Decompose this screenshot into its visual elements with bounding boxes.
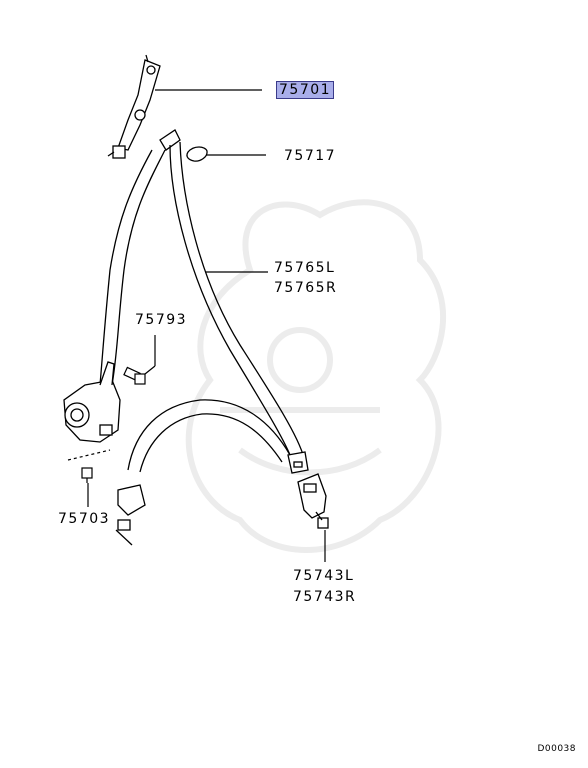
upper-anchor-bracket	[107, 54, 161, 159]
part-label-75717[interactable]: 75717	[284, 148, 337, 164]
part-label-75743R[interactable]: 75743R	[293, 589, 357, 605]
bolt-75703	[67, 449, 111, 483]
part-label-75743L[interactable]: 75743L	[293, 568, 355, 584]
diagram-code: D00038	[537, 744, 576, 754]
part-label-75703[interactable]: 75703	[58, 511, 111, 527]
lap-belt-webbing	[115, 399, 291, 546]
part-label-75765R[interactable]: 75765R	[274, 280, 338, 296]
leader-lines	[87, 89, 326, 562]
watermark-logo	[185, 199, 446, 553]
part-label-75701[interactable]: 75701	[276, 81, 335, 99]
part-label-75765L[interactable]: 75765L	[274, 260, 336, 276]
retractor-unit	[63, 361, 121, 443]
bolt-75793	[123, 366, 146, 385]
part-label-75793[interactable]: 75793	[135, 312, 188, 328]
buckle-75743	[297, 473, 329, 529]
shoulder-belt-webbing	[99, 129, 309, 474]
belt-clip	[186, 146, 208, 162]
